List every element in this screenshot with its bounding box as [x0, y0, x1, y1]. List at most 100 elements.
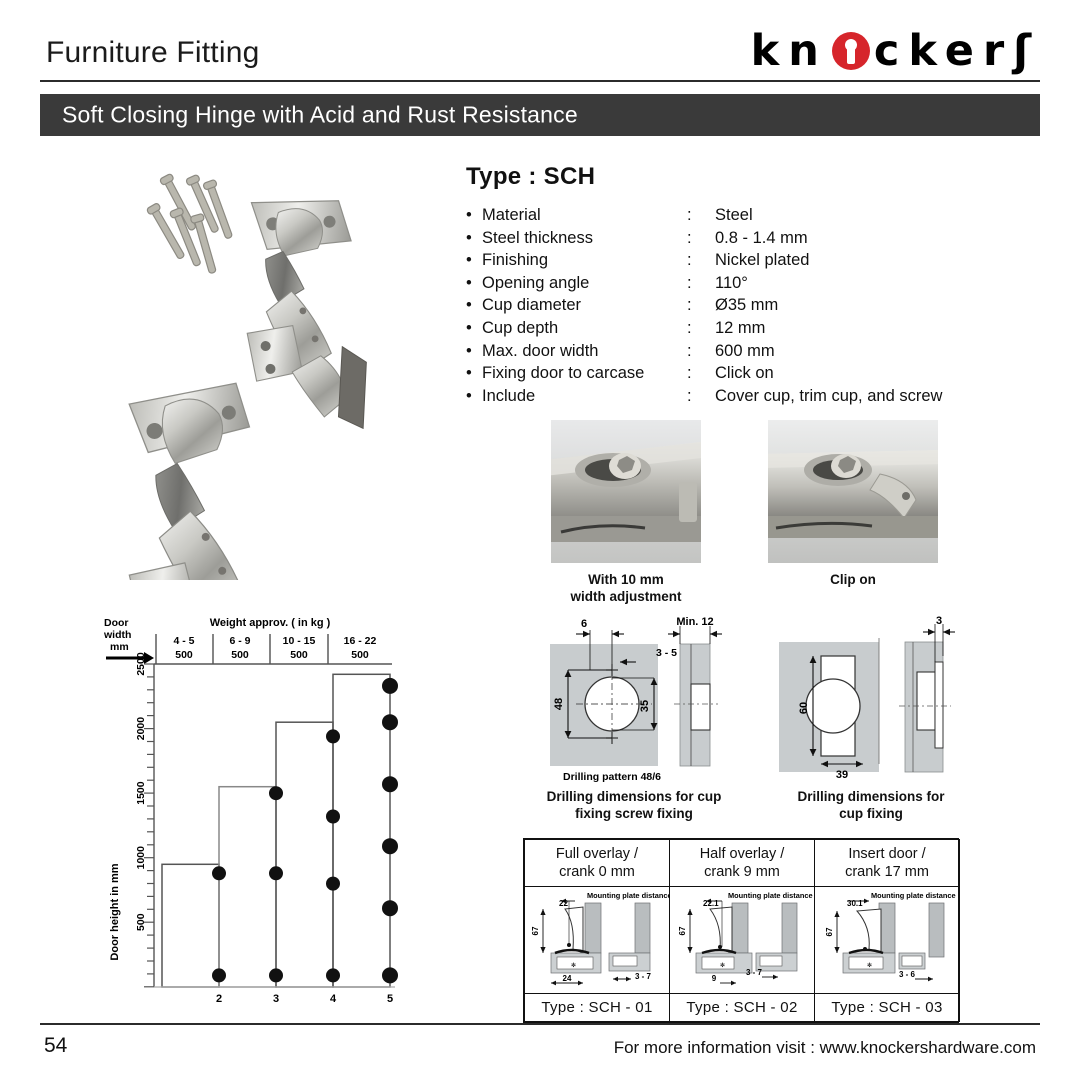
dim-3-6-2: 3 - 6 — [899, 970, 916, 979]
bullet-icon: • — [466, 251, 472, 270]
xtick-4: 4 — [330, 993, 337, 1005]
spec-value: Click on — [715, 364, 774, 383]
bullet-icon: • — [466, 318, 472, 337]
dim-3: 3 — [936, 615, 942, 627]
spec-row: • Cup diameter : Ø35 mm — [466, 294, 1046, 317]
overlay-type-2: Type : SCH - 03 — [814, 993, 960, 1022]
spec-separator: : — [687, 341, 692, 360]
closeup-photo-1: With 10 mm width adjustment — [551, 420, 701, 605]
spec-value: Ø35 mm — [715, 296, 779, 315]
bullet-icon: • — [466, 228, 472, 247]
spec-value: Nickel plated — [715, 251, 810, 270]
spec-row: • Steel thickness : 0.8 - 1.4 mm — [466, 227, 1046, 250]
dot-2-1 — [212, 968, 226, 983]
closeup-caption-1: With 10 mm width adjustment — [570, 572, 682, 604]
spec-separator: : — [687, 296, 692, 315]
box-4 — [275, 721, 334, 988]
bullet-icon: • — [466, 386, 472, 405]
spec-separator: : — [687, 228, 692, 247]
dim-60: 60 — [798, 702, 810, 714]
dim-24-0: 24 — [563, 974, 572, 983]
spec-separator: : — [687, 318, 692, 337]
col-header-width-3: 500 — [351, 649, 369, 661]
spec-value: 600 mm — [715, 341, 775, 360]
overlay-table-type-row: Type : SCH - 01 Type : SCH - 02 Type : S… — [524, 993, 960, 1022]
bullet-icon: • — [466, 364, 472, 383]
dot-5-5 — [382, 714, 398, 731]
chart-corner-label-3: mm — [110, 641, 129, 653]
dot-3-2 — [269, 866, 283, 881]
overlay-type-1: Type : SCH - 02 — [669, 993, 815, 1022]
drilling-caption-2: Drilling dimensions for cup fixing — [797, 789, 945, 821]
chart-corner-label-2: width — [103, 629, 131, 641]
hinge-dots — [212, 677, 398, 984]
overlay-figure-0: Mounting plate distance ✻ 67 — [524, 886, 670, 994]
dot-5-1 — [382, 967, 398, 984]
footer-note: For more information visit : www.knocker… — [613, 1038, 1036, 1057]
spec-separator: : — [687, 206, 692, 224]
col-header-range-1: 6 - 9 — [229, 635, 250, 647]
spec-separator: : — [687, 364, 692, 383]
chart-ylabel: Door height in mm — [109, 863, 121, 960]
screws-group — [146, 173, 233, 274]
col-header-width-2: 500 — [290, 649, 308, 661]
hinge-front — [128, 382, 251, 580]
overlay-figure-2: Mounting plate distance ✻ 67 30.1 — [814, 886, 960, 994]
ytick-2000: 2000 — [135, 717, 147, 741]
clip-on-photo — [768, 420, 938, 563]
spec-value: Cover cup, trim cup, and screw — [715, 386, 943, 405]
box-5 — [332, 673, 391, 988]
dim-35: 35 — [639, 700, 651, 712]
dot-5-2 — [382, 900, 398, 917]
dim-6: 6 — [581, 618, 587, 630]
dim-22-1: 22.1 — [703, 899, 719, 908]
dot-3-3 — [269, 786, 283, 801]
spec-row: • Include : Cover cup, trim cup, and scr… — [466, 385, 1046, 408]
overlay-table-header-row: Full overlay / crank 0 mm Half overlay /… — [524, 839, 960, 887]
product-type-heading: Type : SCH — [466, 163, 596, 190]
header-divider — [40, 80, 1040, 82]
col-header-range-2: 10 - 15 — [283, 635, 316, 647]
dim-30-2: 30.1 — [847, 899, 863, 908]
keyhole-circle-icon — [831, 31, 870, 70]
drilling-diagram-2: 60 39 3 Drilling dimensions for cup fixi… — [765, 612, 977, 822]
overlay-type-0: Type : SCH - 01 — [524, 993, 670, 1022]
dim-22-0: 22 — [559, 899, 568, 908]
footer-divider — [40, 1023, 1040, 1025]
hinge-count-chart: Door width mm Weight approv. ( in kg ) 4… — [100, 612, 400, 1012]
ytick-1500: 1500 — [135, 781, 147, 805]
dim-9-1: 9 — [712, 974, 717, 983]
spec-label: Opening angle — [482, 273, 590, 292]
dim-67-0: 67 — [531, 926, 540, 935]
drilling-diagram-1: 48 6 35 3 - 5 — [528, 612, 740, 822]
dot-5-6 — [382, 677, 398, 694]
product-banner-title: Soft Closing Hinge with Acid and Rust Re… — [62, 101, 578, 128]
spec-row: • Fixing door to carcase : Click on — [466, 362, 1046, 385]
width-adjustment-photo — [551, 420, 701, 563]
col-header-range-3: 16 - 22 — [344, 635, 377, 647]
overlay-table-figure-row: Mounting plate distance ✻ 67 — [524, 886, 960, 994]
spec-label: Steel thickness — [482, 228, 593, 247]
angle-mark-1: ✻ — [720, 962, 725, 969]
spec-separator: : — [687, 273, 692, 292]
spec-row: • Opening angle : 110° — [466, 272, 1046, 295]
plate-note-0: Mounting plate distance — [587, 891, 669, 900]
spec-value: Steel — [715, 206, 753, 224]
ytick-1000: 1000 — [135, 846, 147, 870]
hero-product-photo — [120, 160, 465, 580]
bullet-icon: • — [466, 341, 472, 360]
xtick-3: 3 — [273, 993, 279, 1005]
spec-label: Cup diameter — [482, 296, 582, 315]
page-title: Furniture Fitting — [46, 36, 260, 69]
dot-4-2 — [326, 876, 340, 891]
dot-5-4 — [382, 776, 398, 793]
spec-row: • Finishing : Nickel plated — [466, 249, 1046, 272]
ytick-2500: 2500 — [135, 652, 147, 676]
spec-value: 12 mm — [715, 318, 766, 337]
spec-label: Include — [482, 386, 536, 405]
dim-3-7-1: 3 - 7 — [746, 968, 763, 977]
page-number: 54 — [44, 1034, 68, 1057]
